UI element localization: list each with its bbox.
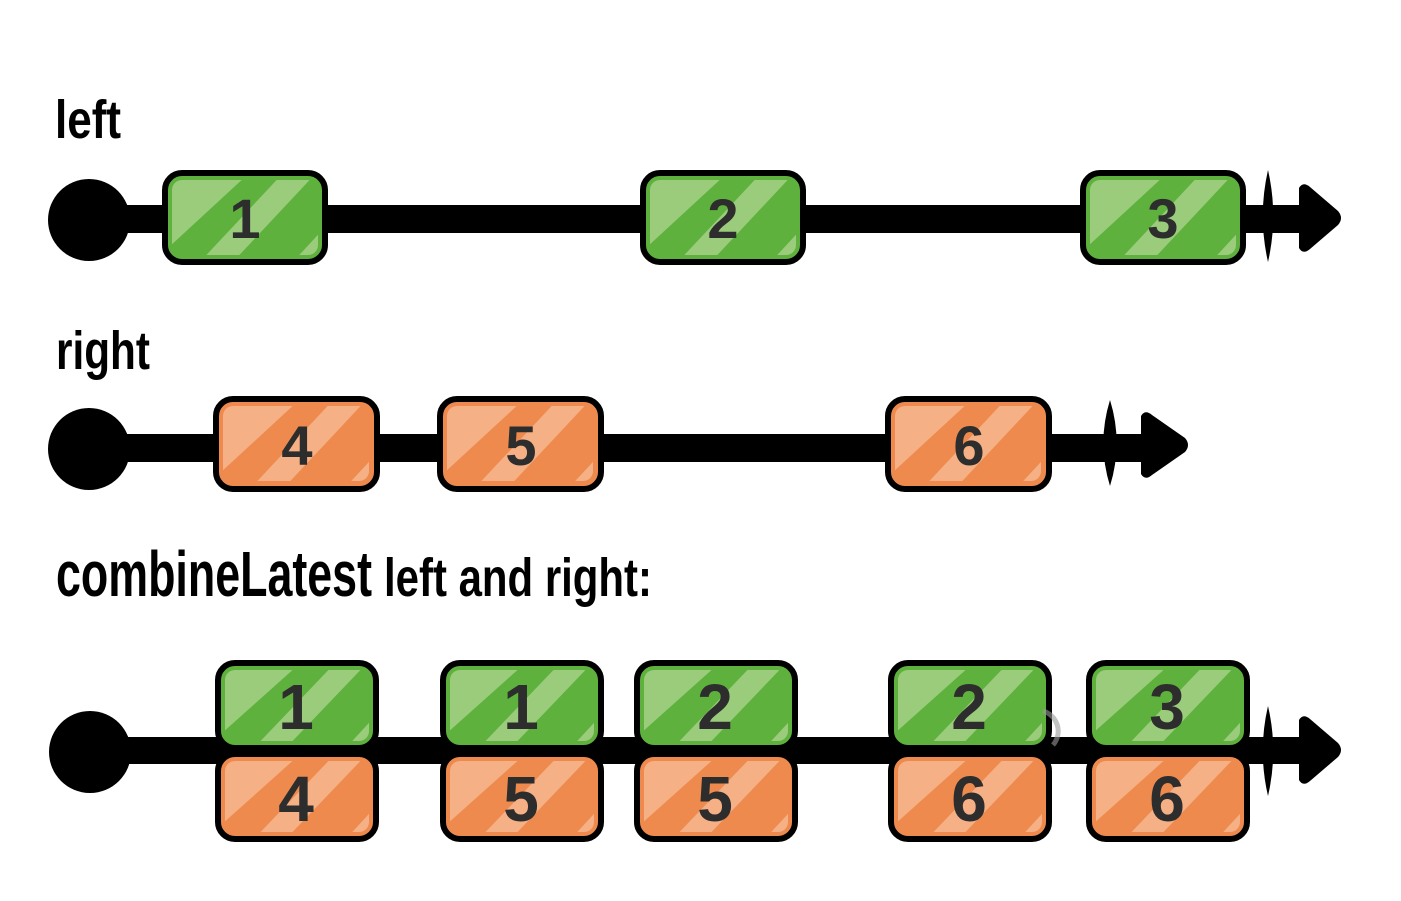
svg-text:3: 3 [1149,671,1185,743]
svg-text:right: right [56,321,150,381]
svg-text:2: 2 [951,671,987,743]
svg-text:6: 6 [951,763,987,835]
svg-text:2: 2 [707,187,738,250]
svg-text:5: 5 [697,763,733,835]
svg-text:6: 6 [953,414,984,477]
svg-text:4: 4 [278,763,314,835]
svg-text:6: 6 [1149,763,1185,835]
svg-text:combineLatest: combineLatest [56,538,372,610]
svg-text:1: 1 [503,671,539,743]
svg-text:left: left [55,90,121,150]
svg-text:5: 5 [503,763,539,835]
svg-text:1: 1 [278,671,314,743]
svg-text:left and right:: left and right: [384,548,652,608]
svg-text:3: 3 [1147,187,1178,250]
svg-text:2: 2 [697,671,733,743]
svg-text:5: 5 [505,414,536,477]
svg-text:4: 4 [281,414,312,477]
svg-text:1: 1 [229,187,260,250]
